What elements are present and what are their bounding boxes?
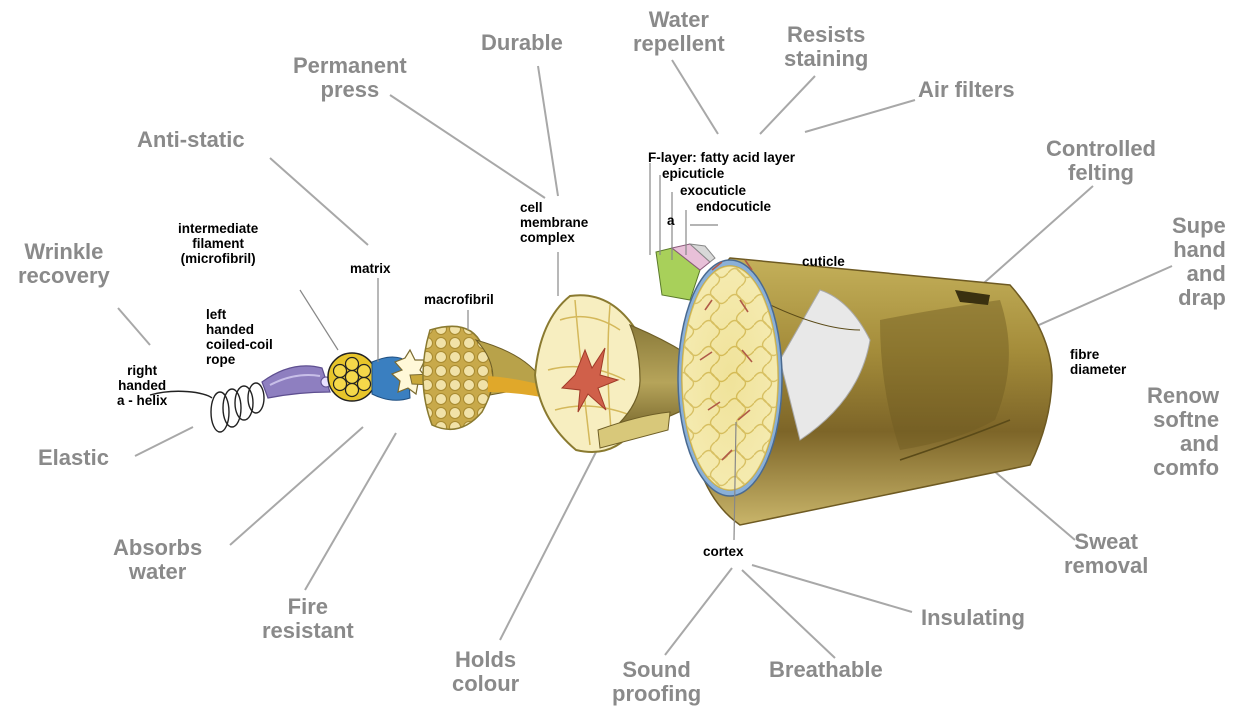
coiled-coil-rope [262, 366, 331, 398]
label-matrix: matrix [350, 261, 391, 276]
label-a-layer: a [667, 213, 675, 228]
label-f-layer: F-layer: fatty acid layer [648, 150, 795, 165]
leader-wrinkle [118, 308, 150, 345]
label-cortex: cortex [703, 544, 744, 559]
label-anti-static: Anti-static [137, 128, 245, 152]
leader-permanent-press [390, 95, 545, 198]
label-fibre-diameter: fibre diameter [1070, 347, 1126, 377]
label-controlled-felting: Controlled felting [1046, 137, 1156, 185]
label-endocuticle: endocuticle [696, 199, 771, 214]
leader-anti-static [270, 158, 368, 245]
label-absorbs-water: Absorbs water [113, 536, 202, 584]
label-elastic: Elastic [38, 446, 109, 470]
intermediate-filament [328, 353, 376, 401]
leader-breathable [742, 570, 835, 658]
label-sound-proofing: Sound proofing [612, 658, 701, 706]
label-permanent-press: Permanent press [293, 54, 407, 102]
label-super-handle: Supe hand and drap [1172, 214, 1226, 310]
label-holds-colour: Holds colour [452, 648, 519, 696]
leader-staining [760, 76, 815, 134]
leader-water [672, 60, 718, 134]
label-renewable: Renow softne and comfo [1147, 384, 1219, 480]
label-cell-membrane-complex: cell membrane complex [520, 200, 588, 245]
leader-fire [305, 433, 396, 590]
label-epicuticle: epicuticle [662, 166, 724, 181]
leader-air [805, 100, 915, 132]
label-macrofibril: macrofibril [424, 292, 494, 307]
label-cuticle: cuticle [802, 254, 845, 269]
label-fire-resistant: Fire resistant [262, 595, 354, 643]
leader-elastic [135, 427, 193, 456]
label-resists-staining: Resists staining [784, 23, 868, 71]
label-sweat-removal: Sweat removal [1064, 530, 1148, 578]
label-water-repellent: Water repellent [633, 8, 725, 56]
leader-sound [665, 568, 732, 655]
label-wrinkle-recovery: Wrinkle recovery [18, 240, 110, 288]
label-intermediate-filament: intermediate filament (microfibril) [178, 221, 258, 266]
leader-absorbs [230, 427, 363, 545]
label-breathable: Breathable [769, 658, 883, 682]
label-durable: Durable [481, 31, 563, 55]
label-right-handed-helix: right handed a - helix [117, 363, 167, 408]
label-air-filters: Air filters [918, 78, 1015, 102]
leader-insulating [752, 565, 912, 612]
leader-holds [500, 448, 598, 640]
leader-durable [538, 66, 558, 196]
cortex-face [678, 260, 782, 496]
label-insulating: Insulating [921, 606, 1025, 630]
label-exocuticle: exocuticle [680, 183, 746, 198]
label-left-handed-coil: left handed coiled-coil rope [206, 307, 273, 367]
